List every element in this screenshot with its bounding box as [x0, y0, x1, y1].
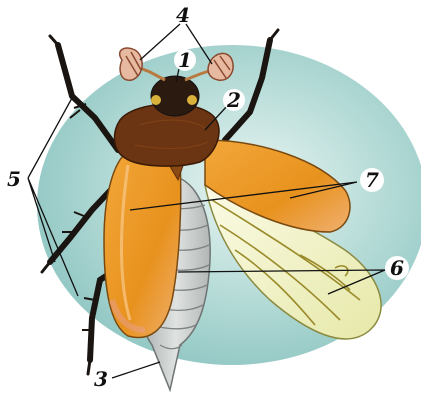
label-3: 3: [94, 367, 108, 391]
label-3-text: 3: [94, 367, 108, 391]
label-7-text: 7: [365, 168, 379, 192]
eye-left: [151, 95, 161, 105]
label-2-text: 2: [226, 88, 241, 112]
label-4: 4: [176, 3, 190, 27]
label-6-text: 6: [390, 256, 404, 280]
label-6: 6: [385, 256, 409, 280]
label-5-text: 5: [7, 167, 21, 191]
label-5: 5: [7, 167, 21, 191]
pointer-3: [112, 362, 160, 378]
eye-right: [187, 95, 197, 105]
label-7: 7: [360, 168, 384, 192]
label-4-text: 4: [176, 3, 190, 27]
antenna-club-left: [120, 48, 143, 80]
label-1-text: 1: [178, 48, 192, 72]
